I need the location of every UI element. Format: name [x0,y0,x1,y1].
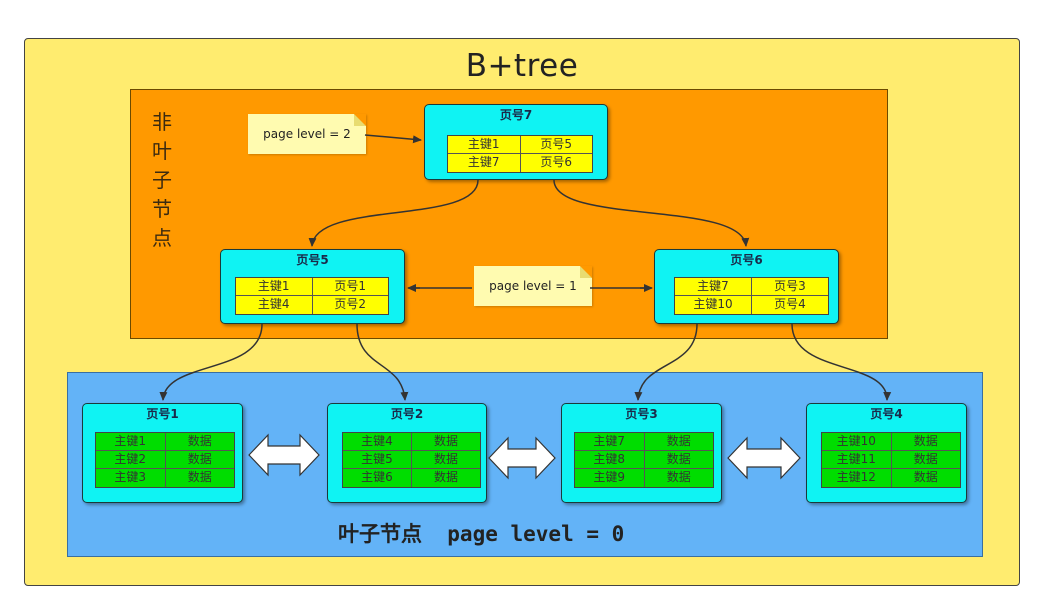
key-cell: 主键1 [448,136,521,153]
data-row: 主键12 数据 [822,469,960,487]
pointer-cell: 页号5 [540,137,573,151]
non-leaf-label-char: 节 [152,197,172,221]
key-cell: 主键1 [96,433,166,450]
data-cell: 数据 [913,452,938,466]
node-title: 页号2 [390,407,424,421]
key-cell: 主键2 [96,451,166,468]
key-cell: 主键4 [343,433,412,450]
leaf-node: 页号3 主键7 数据 主键8 数据 主键9 数据 [561,403,722,503]
data-cell: 数据 [913,434,938,448]
data-cell: 数据 [913,470,938,484]
data-row: 主键3 数据 [96,469,234,487]
key-cell: 主键10 [675,296,752,314]
data-row: 主键6 数据 [343,469,480,487]
data-cell: 数据 [666,452,691,466]
data-cell: 数据 [666,434,691,448]
data-table: 主键10 数据 主键11 数据 主键12 数据 [821,432,961,488]
index-row: 主键1 页号1 [236,278,388,296]
page-level-2-note: page level = 2 [248,114,366,154]
data-cell: 数据 [433,434,458,448]
non-leaf-label-char: 子 [152,168,172,192]
index-table: 主键7 页号3 主键10 页号4 [674,277,829,315]
key-cell: 主键4 [236,296,313,314]
data-row: 主键11 数据 [822,451,960,469]
key-cell: 主键1 [236,278,313,295]
data-cell: 数据 [433,452,458,466]
data-row: 主键7 数据 [575,433,713,451]
key-cell: 主键11 [822,451,892,468]
index-row: 主键10 页号4 [675,296,828,314]
pointer-cell: 页号1 [334,279,367,293]
index-table: 主键1 页号1 主键4 页号2 [235,277,389,315]
pointer-cell: 页号2 [334,297,367,311]
root-node: 页号7 主键1 页号5 主键7 页号6 [424,104,608,180]
data-row: 主键9 数据 [575,469,713,487]
page-level-1-note: page level = 1 [474,266,592,306]
non-leaf-label-char: 非 [152,110,172,134]
leaf-node: 页号4 主键10 数据 主键11 数据 主键12 数据 [806,403,967,503]
key-cell: 主键7 [675,278,752,295]
data-cell: 数据 [187,470,212,484]
data-cell: 数据 [666,470,691,484]
pointer-cell: 页号3 [774,279,806,293]
leaf-node: 页号2 主键4 数据 主键5 数据 主键6 数据 [327,403,487,503]
internal-node: 页号6 主键7 页号3 主键10 页号4 [654,249,839,324]
index-table: 主键1 页号5 主键7 页号6 [447,135,593,173]
leaf-region-label: 叶子节点 page level = 0 [338,522,625,546]
node-title: 页号6 [730,253,763,267]
pointer-cell: 页号6 [540,155,573,169]
non-leaf-label-char: 叶 [152,139,172,163]
pointer-cell: 页号4 [774,297,806,311]
key-cell: 主键3 [96,469,166,487]
node-title: 页号3 [625,407,658,421]
index-row: 主键1 页号5 [448,136,592,154]
data-row: 主键10 数据 [822,433,960,451]
non-leaf-label-char: 点 [152,226,172,250]
index-row: 主键4 页号2 [236,296,388,314]
key-cell: 主键8 [575,451,645,468]
key-cell: 主键7 [448,154,521,172]
non-leaf-label: 非 叶 子 节 点 [148,108,176,253]
key-cell: 主键12 [822,469,892,487]
diagram-title: B+tree [465,48,579,84]
node-title: 页号7 [499,108,533,122]
node-title: 页号5 [296,253,329,267]
data-cell: 数据 [187,434,212,448]
index-row: 主键7 页号6 [448,154,592,172]
data-row: 主键4 数据 [343,433,480,451]
data-row: 主键2 数据 [96,451,234,469]
key-cell: 主键7 [575,433,645,450]
data-table: 主键1 数据 主键2 数据 主键3 数据 [95,432,235,488]
key-cell: 主键9 [575,469,645,487]
data-row: 主键1 数据 [96,433,234,451]
leaf-node: 页号1 主键1 数据 主键2 数据 主键3 数据 [82,403,243,503]
data-table: 主键4 数据 主键5 数据 主键6 数据 [342,432,481,488]
node-title: 页号4 [870,407,903,421]
key-cell: 主键6 [343,469,412,487]
internal-node: 页号5 主键1 页号1 主键4 页号2 [220,249,405,324]
index-row: 主键7 页号3 [675,278,828,296]
data-table: 主键7 数据 主键8 数据 主键9 数据 [574,432,714,488]
node-title: 页号1 [146,407,179,421]
data-cell: 数据 [187,452,212,466]
key-cell: 主键10 [822,433,892,450]
key-cell: 主键5 [343,451,412,468]
data-row: 主键8 数据 [575,451,713,469]
data-row: 主键5 数据 [343,451,480,469]
data-cell: 数据 [433,470,458,484]
